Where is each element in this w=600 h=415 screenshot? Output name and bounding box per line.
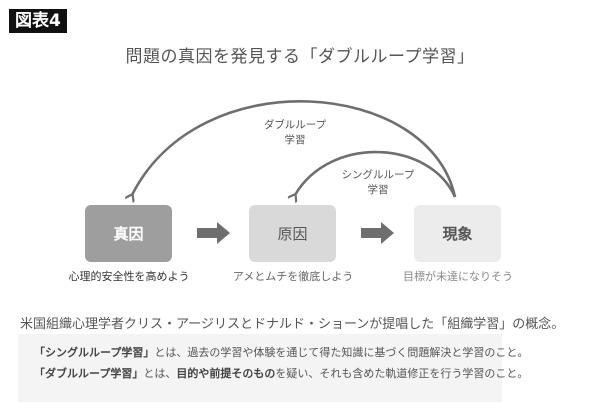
double-loop-label-line2: 学習 [284, 134, 306, 146]
cause-caption: アメとムチを徹底しよう [232, 270, 354, 283]
box-phenomenon: 現象 [414, 205, 501, 262]
box-cause: 原因 [249, 205, 336, 262]
double-loop-label: ダブルループ 学習 [255, 118, 335, 148]
double-loop-definition: 「ダブルループ学習」とは、目的や前提そのものを疑い、それも含めた軌道修正を行う学… [34, 363, 528, 384]
phenomenon-caption: 目標が未達になりそう [403, 270, 513, 283]
single-loop-label-line1: シングルループ [341, 169, 415, 181]
double-loop-arc [132, 100, 457, 197]
double-loop-definition-text-a: とは、 [143, 367, 177, 380]
single-loop-label: シングルループ 学習 [333, 168, 423, 198]
double-loop-label-line1: ダブルループ [263, 119, 327, 131]
double-loop-emphasis: 目的や前提そのもの [176, 367, 276, 380]
concept-description: 米国組織心理学者クリス・アージリスとドナルド・ショーンが提唱した「組織学習」の概… [20, 317, 565, 332]
right-arrow-icon [361, 222, 394, 244]
double-loop-definition-text-b: を疑い、それも含めた軌道修正を行う学習のこと。 [275, 367, 529, 380]
single-loop-term: 「シングルループ学習」 [34, 346, 155, 359]
figure-label: 図表4 [9, 9, 67, 33]
diagram-title: 問題の真因を発見する「ダブルループ学習」 [125, 47, 475, 67]
right-arrow-icon [197, 222, 230, 244]
single-loop-arc [295, 150, 457, 197]
single-loop-definition-text: とは、過去の学習や体験を通じて得た知識に基づく問題解決と学習のこと。 [154, 346, 529, 359]
single-loop-label-line2: 学習 [367, 184, 389, 196]
single-loop-definition: 「シングルループ学習」とは、過去の学習や体験を通じて得た知識に基づく問題解決と学… [34, 342, 528, 363]
root-cause-caption: 心理的安全性を高めよう [68, 270, 190, 283]
definition-box: 「シングルループ学習」とは、過去の学習や体験を通じて得た知識に基づく問題解決と学… [18, 334, 528, 402]
box-root-cause: 真因 [85, 205, 172, 262]
double-loop-term: 「ダブルループ学習」 [34, 367, 144, 380]
